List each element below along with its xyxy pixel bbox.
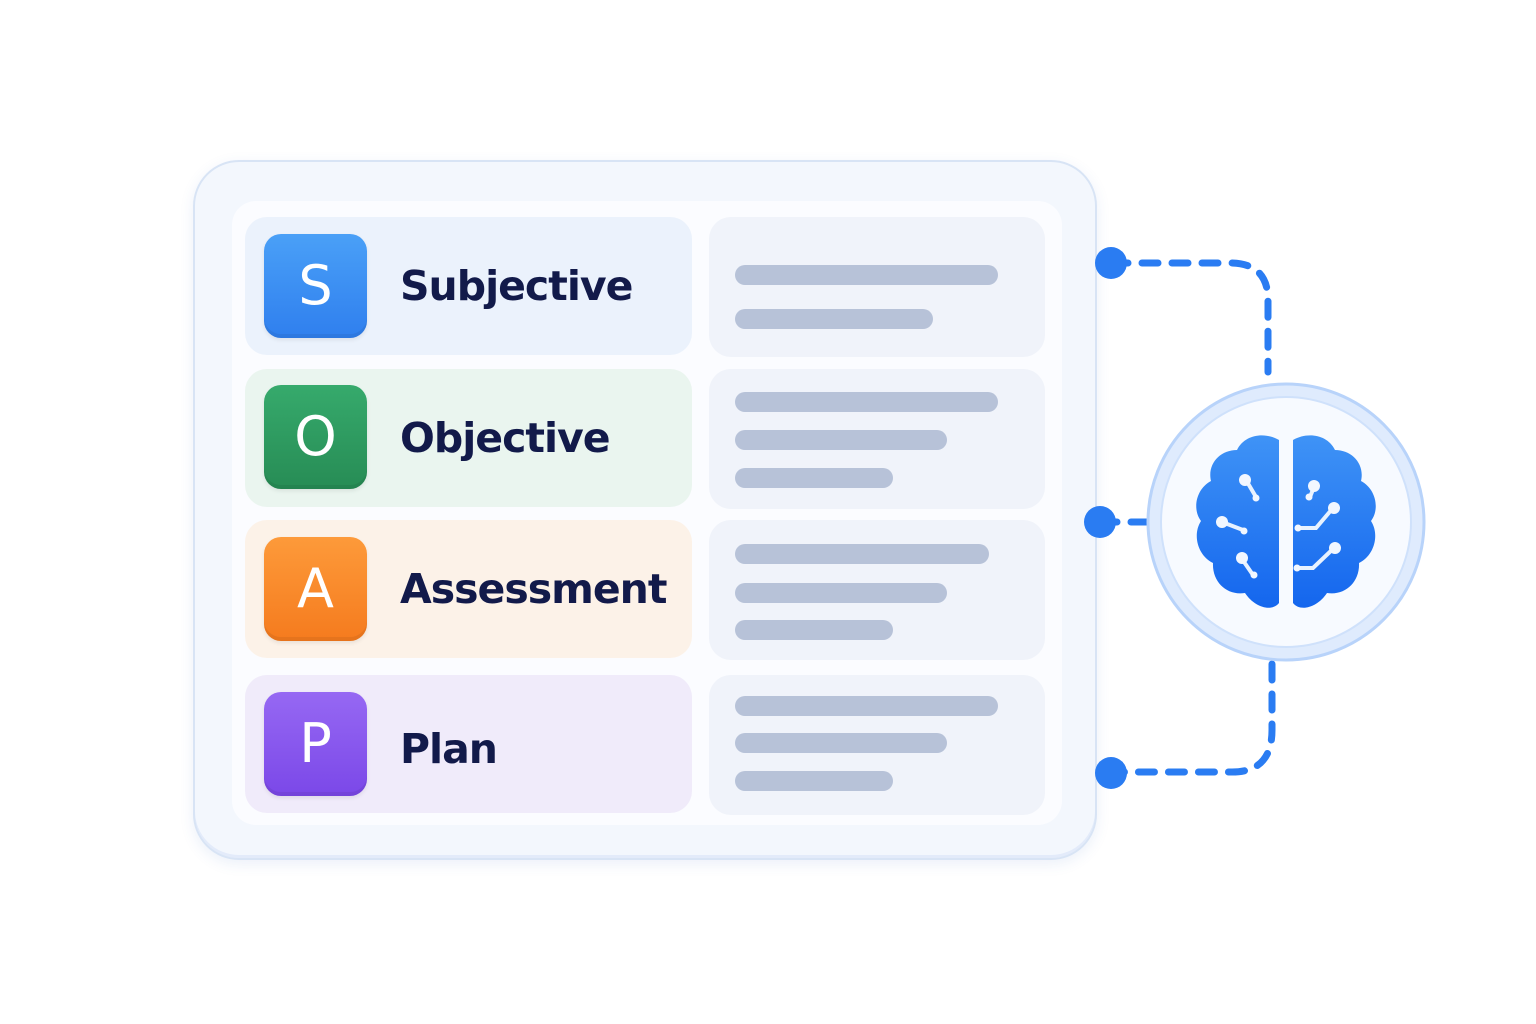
objective-content-placeholder [709, 369, 1045, 509]
text-line-placeholder [735, 392, 998, 412]
section-plan: P Plan [245, 675, 692, 813]
plan-badge: P [264, 692, 367, 796]
brain-circuit-icon [1196, 435, 1376, 608]
objective-label: Objective [400, 414, 611, 462]
text-line-placeholder [735, 265, 998, 285]
text-line-placeholder [735, 733, 947, 753]
assessment-label: Assessment [400, 565, 667, 613]
section-objective: O Objective [245, 369, 692, 507]
ai-node [1146, 382, 1426, 662]
subjective-label: Subjective [400, 262, 633, 310]
assessment-content-placeholder [709, 520, 1045, 660]
objective-badge: O [264, 385, 367, 489]
subjective-content-placeholder [709, 217, 1045, 357]
text-line-placeholder [735, 430, 947, 450]
text-line-placeholder [735, 583, 947, 603]
text-line-placeholder [735, 620, 893, 640]
subjective-badge: S [264, 234, 367, 338]
connector-top [1108, 259, 1272, 376]
text-line-placeholder [735, 696, 998, 716]
connector-node-bottom [1095, 757, 1127, 789]
assessment-badge: A [264, 537, 367, 641]
text-line-placeholder [735, 309, 933, 329]
text-line-placeholder [735, 544, 989, 564]
text-line-placeholder [735, 468, 893, 488]
plan-label: Plan [400, 725, 498, 773]
connector-node-top [1095, 247, 1127, 279]
connector-bottom [1108, 660, 1276, 776]
section-assessment: A Assessment [245, 520, 692, 658]
plan-content-placeholder [709, 675, 1045, 815]
text-line-placeholder [735, 771, 893, 791]
connector-node-middle [1084, 506, 1116, 538]
section-subjective: S Subjective [245, 217, 692, 355]
